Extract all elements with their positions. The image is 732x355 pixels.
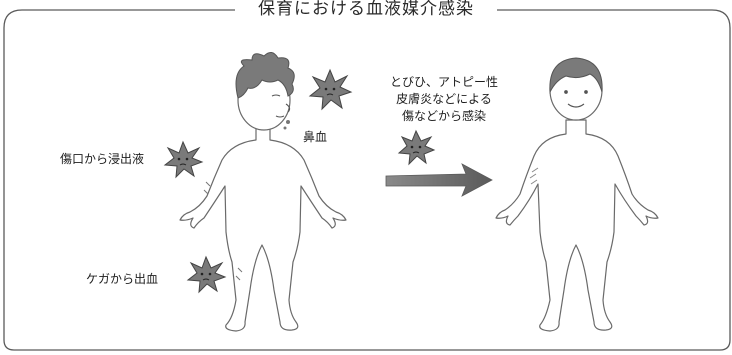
- bleeding-marks: [235, 267, 243, 281]
- infection-route-line: とびひ、アトピー性: [389, 75, 498, 89]
- messy-hair: [235, 52, 295, 99]
- exudate-marks: [203, 181, 211, 195]
- nosebleed-drop: [283, 126, 287, 130]
- transmission-arrow: [385, 163, 493, 197]
- infected-child-figure: [179, 69, 347, 332]
- nosebleed-drop: [286, 120, 290, 124]
- germ-icon: [397, 129, 436, 166]
- germ-icon: [308, 68, 353, 111]
- infection-route-line: 皮膚炎などによる: [396, 92, 492, 106]
- diagram-title: 保育における血液媒介感染: [235, 0, 497, 21]
- infection-route-line: 傷などから感染: [401, 109, 486, 123]
- label-infection-route: とびひ、アトピー性 皮膚炎などによる 傷などから感染: [375, 74, 513, 125]
- frame-border: [3, 9, 731, 351]
- label-injury-bleeding: ケガから出血: [86, 272, 159, 286]
- healthy-child-face: [564, 90, 588, 108]
- germ-icon: [163, 140, 204, 179]
- label-nosebleed: 鼻血: [303, 130, 328, 144]
- healthy-child-figure: [495, 59, 659, 332]
- germ-icon: [186, 255, 227, 294]
- infected-child-face: [271, 94, 291, 118]
- skin-lesion-marks: [529, 167, 539, 185]
- neat-hair: [549, 57, 603, 94]
- label-wound-exudate: 傷口から浸出液: [60, 152, 145, 166]
